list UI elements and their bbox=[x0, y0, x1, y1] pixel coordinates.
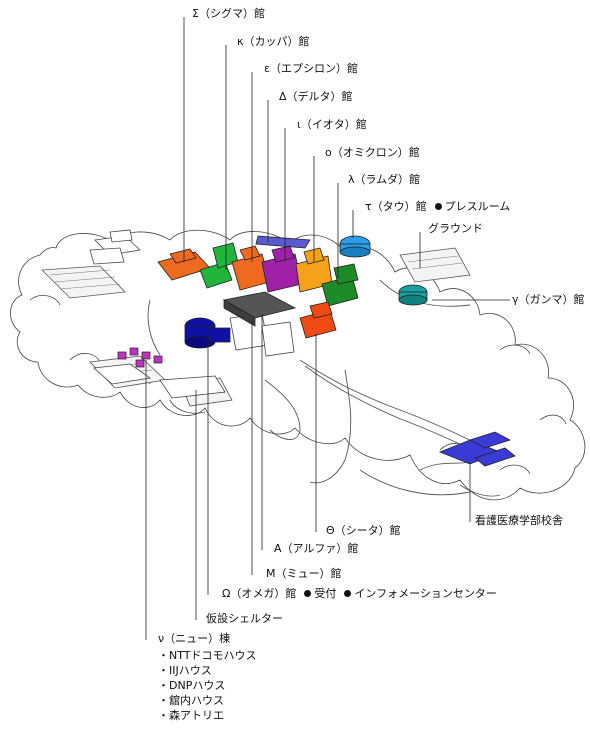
label-shelter: 仮設シェルター bbox=[206, 612, 283, 625]
nu-item: ・NTTドコモハウス bbox=[158, 649, 257, 662]
label-theta: Θ（シータ）館 bbox=[326, 524, 401, 537]
nu-item: ・舘内ハウス bbox=[158, 694, 224, 707]
bullet-icon bbox=[434, 203, 442, 210]
label-omega-name: Ω（オメガ）館 bbox=[222, 587, 297, 600]
label-iota: ι（イオタ）館 bbox=[297, 118, 367, 131]
label-ground: グラウンド bbox=[428, 222, 483, 235]
label-kappa: κ（カッパ）館 bbox=[237, 35, 310, 48]
label-delta: Δ（デルタ）館 bbox=[279, 90, 353, 103]
nu-item: ・森アトリエ bbox=[158, 709, 224, 722]
label-gamma: γ（ガンマ）館 bbox=[512, 293, 585, 306]
building-nursing bbox=[438, 431, 516, 467]
label-mu: Μ（ミュー）館 bbox=[266, 567, 342, 580]
label-tau-name: τ（タウ）館 bbox=[365, 200, 427, 213]
building-gamma bbox=[398, 284, 428, 306]
bullet-icon bbox=[304, 590, 312, 597]
label-info-center: インフォメーションセンター bbox=[354, 587, 497, 600]
label-tau: τ（タウ）館 プレスルーム bbox=[365, 200, 510, 214]
label-press-room: プレスルーム bbox=[444, 200, 511, 213]
label-omega: Ω（オメガ）館 受付 インフォメーションセンター bbox=[222, 587, 497, 601]
leader-lines bbox=[145, 17, 510, 640]
nu-item: ・DNPハウス bbox=[158, 679, 226, 692]
label-reception: 受付 bbox=[314, 587, 337, 600]
label-epsilon: ε（エプシロン）館 bbox=[264, 62, 358, 75]
label-nursing: 看護医療学部校舎 bbox=[475, 514, 563, 527]
label-nu: ν（ニュー）棟 bbox=[158, 632, 231, 645]
label-lambda: λ（ラムダ）館 bbox=[348, 173, 421, 186]
building-theta bbox=[299, 301, 337, 339]
building-omega bbox=[184, 317, 231, 349]
building-sigma bbox=[157, 248, 211, 281]
building-alpha bbox=[222, 291, 297, 327]
nu-item: ・IIJハウス bbox=[158, 664, 212, 677]
outbuildings bbox=[89, 229, 295, 399]
building-lambda bbox=[321, 263, 359, 307]
label-alpha: Α（アルファ）館 bbox=[274, 542, 359, 555]
greenery-outline bbox=[10, 229, 586, 501]
building-iota bbox=[261, 245, 303, 293]
label-omicron: ο（オミクロン）館 bbox=[325, 146, 420, 159]
building-delta bbox=[255, 235, 311, 249]
building-nu bbox=[117, 347, 163, 368]
building-tau bbox=[339, 235, 371, 258]
building-epsilon bbox=[231, 245, 271, 291]
bullet-icon bbox=[344, 590, 352, 597]
label-sigma: Σ（シグマ）館 bbox=[192, 7, 265, 20]
